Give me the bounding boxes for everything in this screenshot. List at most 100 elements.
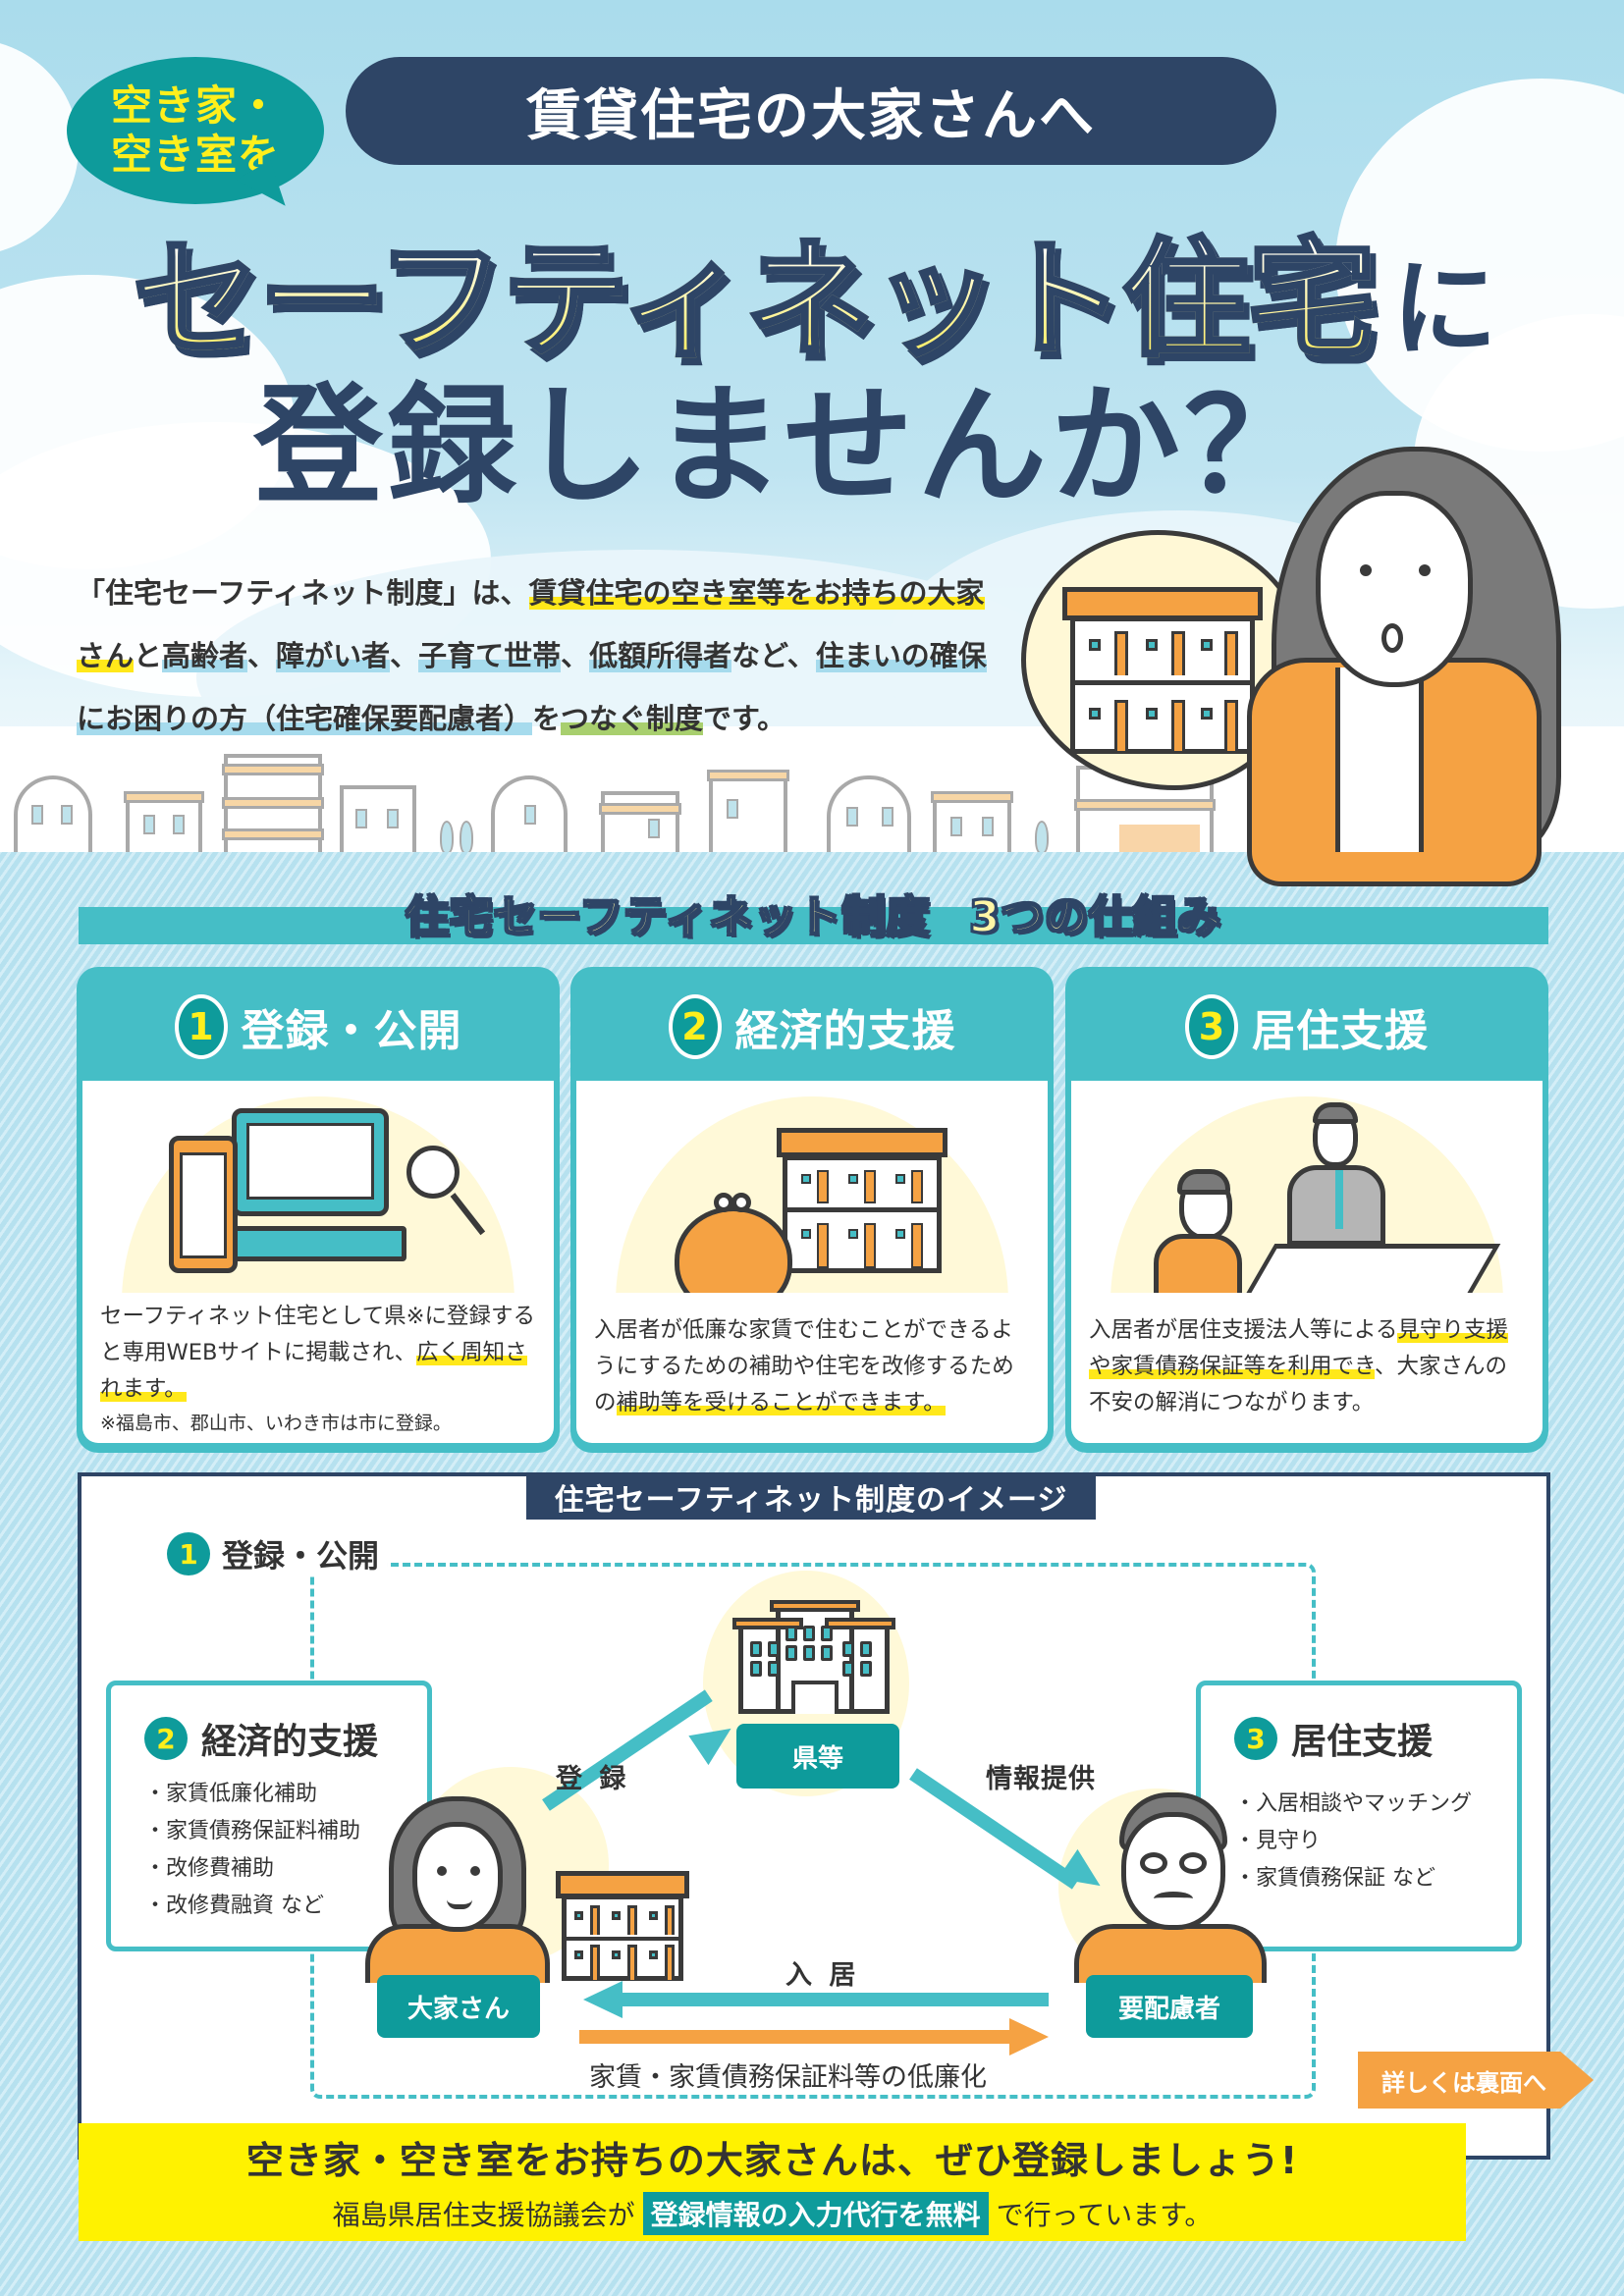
list-item: ・家賃債務保証 など	[1234, 1866, 1435, 1891]
intro-seg-highlight: 高齢者	[162, 639, 248, 672]
headline-line-2: 登録しませんか？	[196, 373, 1375, 520]
advisor-body	[1287, 1165, 1385, 1246]
intro-seg-highlight: 子育て世帯	[418, 639, 562, 672]
mouth	[1381, 623, 1403, 653]
card-text: 入居者が居住支援法人等による	[1089, 1317, 1398, 1343]
consultation-icon	[1110, 1096, 1503, 1293]
reduction-label: 家賃・家賃債務保証料等の低廉化	[589, 2062, 987, 2093]
smartphone-icon	[169, 1136, 238, 1273]
intro-seg-highlight: 低額所得者	[589, 639, 732, 672]
apartment-roof	[1062, 587, 1263, 620]
client-body	[1154, 1234, 1242, 1293]
house-icon	[14, 775, 92, 854]
intro-seg: 、	[247, 639, 277, 672]
card-body: 入居者が居住支援法人等による見守り支援や家賃債務保証等を利用でき、大家さんの不安…	[1071, 1081, 1543, 1443]
house-icon	[827, 775, 911, 854]
cta-headline: 空き家・空き室をお持ちの大家さんは、ぜひ登録しましょう!	[245, 2138, 1299, 2182]
intro-seg-highlight: 障がい者	[276, 639, 391, 672]
registration-label: 1 登録・公開	[167, 1531, 388, 1576]
diagram-title: 住宅セーフティネット制度のイメージ	[526, 1474, 1096, 1520]
list-item: ・見守り	[1234, 1829, 1322, 1853]
card-header: 1 登録・公開	[82, 973, 554, 1081]
card-footnote: ※福島市、郡山市、いわき市は市に登録。	[100, 1413, 452, 1434]
apartment-icon	[222, 754, 324, 854]
list-item: ・家賃低廉化補助	[144, 1782, 318, 1806]
card-header: 3 居住支援	[1071, 973, 1543, 1081]
house-icon	[340, 785, 416, 854]
cloud	[0, 39, 79, 255]
cta-sub-pre: 福島県居住支援協議会が	[332, 2198, 635, 2231]
cta-sub-highlight: 登録情報の入力代行を無料	[642, 2191, 989, 2235]
desk-icon	[1240, 1244, 1501, 1293]
section-title-part1: 住宅セーフティネット制度	[405, 891, 931, 943]
apartment-roof	[777, 1128, 947, 1157]
reduction-arrow	[579, 2030, 1011, 2044]
headline-line-1: セーフティネット住宅 に	[98, 196, 1532, 374]
registration-label-text: 登録・公開	[222, 1537, 380, 1575]
house-icon	[599, 791, 681, 854]
monitor-icon	[232, 1108, 389, 1216]
number-badge: 2	[668, 994, 722, 1059]
list-item: ・入居相談やマッチング	[1234, 1791, 1473, 1816]
card-residential-support: 3 居住支援 入居者が居住支援法人等による見守り支援や家賃債務保証等を利用でき、…	[1065, 967, 1548, 1453]
apartment-roof	[556, 1871, 689, 1898]
keyboard-icon	[220, 1226, 406, 1261]
call-to-action-box: 空き家・空き室をお持ちの大家さんは、ぜひ登録しましょう! 福島県居住支援協議会が…	[79, 2123, 1466, 2241]
apartment-icon	[783, 1155, 942, 1273]
tree-icon	[440, 821, 454, 854]
card-text-highlight: 補助等を受けることができます。	[616, 1390, 946, 1415]
reduction-arrowhead	[1009, 2018, 1049, 2056]
number-badge: 1	[167, 1532, 210, 1575]
intro-seg: を	[532, 702, 562, 735]
intro-seg: など、	[731, 639, 816, 672]
intro-seg-highlight: つなぐ制度	[561, 702, 704, 735]
card-text: 入居者が低廉な家賃で住むことができるようにするための補助や住宅を改修するための	[594, 1317, 1014, 1415]
number-badge: 2	[144, 1717, 188, 1760]
card-title: 居住支援	[1252, 1006, 1429, 1056]
bubble-line-1: 空き家・	[110, 81, 280, 130]
apartment-icon	[562, 1895, 683, 1981]
eye	[1419, 564, 1431, 576]
landlord-node: 大家さん	[377, 1975, 540, 2038]
section-title: 住宅セーフティネット制度 3つの仕組み	[79, 879, 1548, 947]
card-body: 入居者が低廉な家賃で住むことができるようにするための補助や住宅を改修するための補…	[576, 1081, 1048, 1443]
section-title-part2: 3つの仕組み	[969, 891, 1222, 943]
tenant-node: 要配慮者	[1086, 1975, 1253, 2038]
box-title: 居住支援	[1291, 1722, 1434, 1762]
move-in-label: 入 居	[785, 1960, 860, 1991]
card-registration: 1 登録・公開 セーフティネット住宅として県※に登録すると専用WEBサイトに掲載…	[77, 967, 560, 1453]
intro-seg: 、	[561, 639, 590, 672]
number-badge: 3	[1234, 1717, 1277, 1760]
economic-support-box: 2 経済的支援 ・家賃低廉化補助 ・家賃債務保証料補助 ・改修費補助 ・改修費融…	[106, 1681, 432, 1951]
audience-pill: 賃貸住宅の大家さんへ	[346, 57, 1276, 165]
see-back-page-text: 詳しくは裏面へ	[1381, 2068, 1546, 2097]
card-economic-support: 2 経済的支援	[570, 967, 1054, 1453]
card-text: セーフティネット住宅として県※に登録すると専用WEBサイトに掲載され、	[100, 1304, 535, 1365]
intro-seg: 、	[390, 639, 419, 672]
headline-particle: に	[1391, 248, 1498, 371]
headline-question: 登録しませんか？	[252, 371, 1319, 522]
town-skyline-illustration	[0, 746, 1237, 854]
devices-search-icon	[122, 1096, 514, 1293]
headline-main: セーフティネット住宅	[131, 225, 1378, 374]
register-arrow-label: 登 録	[556, 1764, 630, 1794]
card-title: 経済的支援	[734, 1006, 956, 1056]
cta-subline: 福島県居住支援協議会が 登録情報の入力代行を無料 で行っています。	[332, 2191, 1213, 2235]
see-back-page-link[interactable]: 詳しくは裏面へ	[1358, 2052, 1594, 2109]
tree-icon	[1035, 821, 1049, 854]
card-title: 登録・公開	[241, 1006, 462, 1056]
intro-seg: です。	[703, 702, 786, 735]
card-header: 2 経済的支援	[576, 973, 1048, 1081]
magnifier-icon	[406, 1146, 460, 1199]
box-title: 経済的支援	[201, 1722, 379, 1762]
woman-arm	[1247, 852, 1542, 886]
info-arrow-label: 情報提供	[986, 1764, 1096, 1794]
move-in-arrowhead	[583, 1981, 623, 2018]
house-icon	[491, 775, 568, 854]
cta-sub-post: で行っています。	[996, 2198, 1213, 2231]
number-badge: 1	[174, 994, 228, 1059]
apartment-icon	[1070, 616, 1255, 754]
prefecture-node: 県等	[736, 1724, 899, 1789]
audience-text: 賃貸住宅の大家さんへ	[526, 83, 1096, 148]
list-item: ・家賃債務保証料補助	[144, 1819, 361, 1843]
